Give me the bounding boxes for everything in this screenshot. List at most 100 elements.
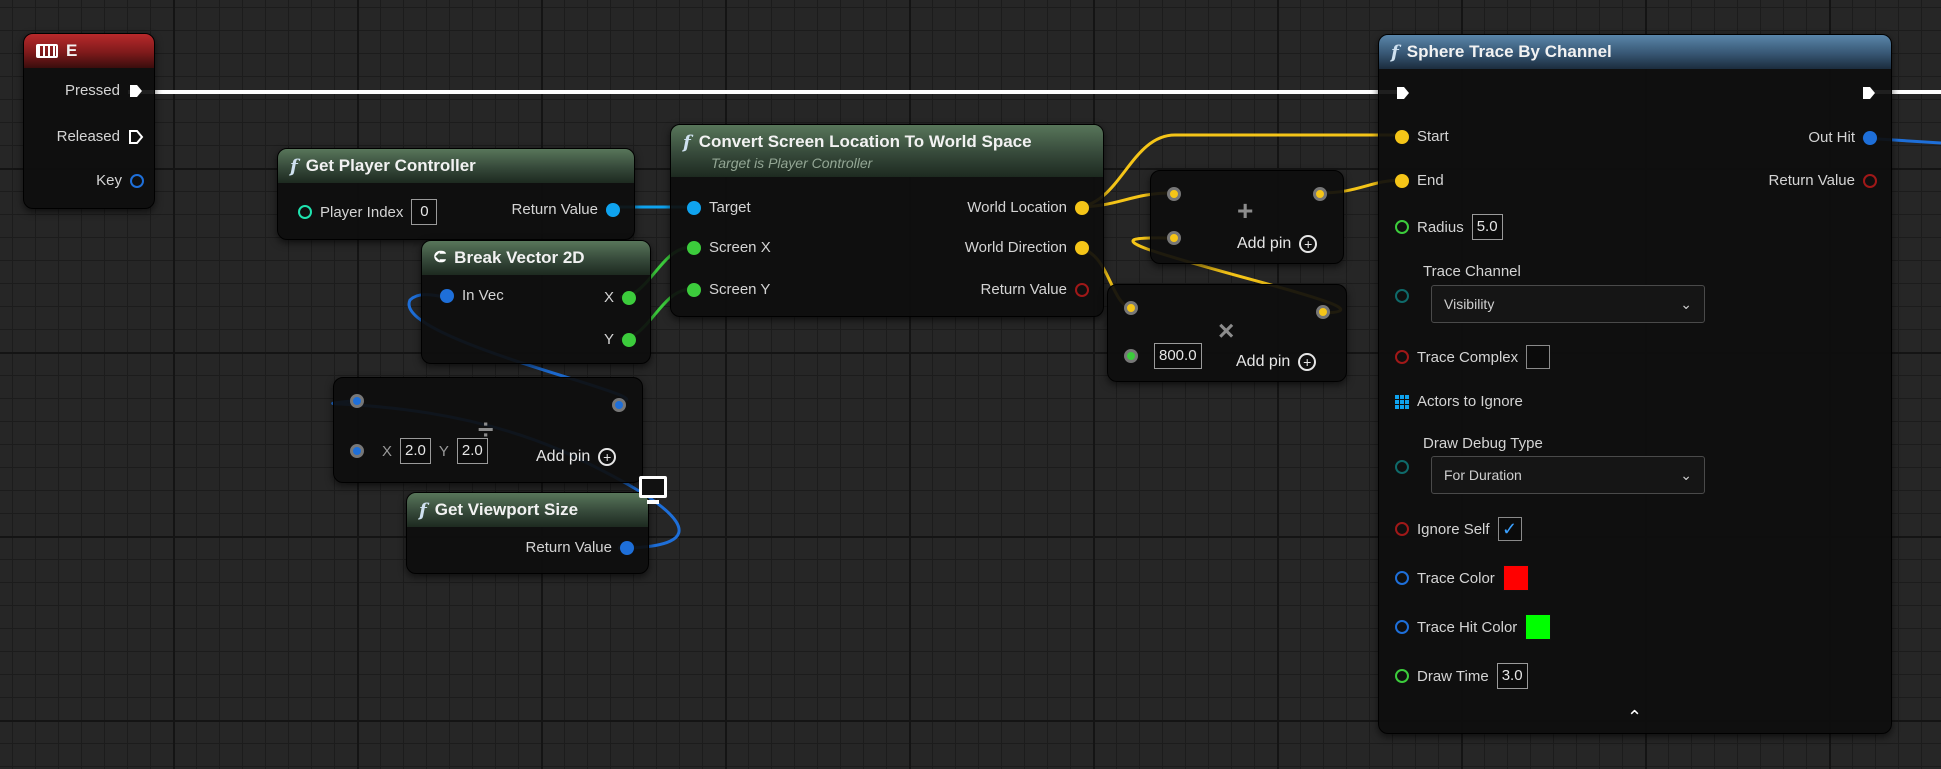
trace-hit-color-pin[interactable]: Trace Hit Color: [1395, 614, 1552, 640]
draw-debug-type-value: For Duration: [1444, 467, 1522, 483]
sphere-trace-header[interactable]: f Sphere Trace By Channel: [1379, 35, 1891, 69]
target-label: Target: [709, 199, 751, 216]
trace-return-pin[interactable]: Return Value: [1769, 172, 1877, 189]
collapse-chevron-icon[interactable]: ⌃: [1627, 707, 1643, 727]
float-pin-icon: [1395, 220, 1409, 234]
byte-pin-icon[interactable]: [1395, 460, 1409, 474]
divide-node[interactable]: ÷ X 2.0 Y 2.0 Add pin +: [333, 377, 643, 483]
function-icon: f: [290, 155, 298, 177]
trace-color-swatch[interactable]: [1502, 565, 1529, 591]
out-hit-label: Out Hit: [1808, 129, 1855, 146]
float-pin-icon: [1395, 669, 1409, 683]
y-pin[interactable]: Y: [604, 331, 636, 348]
function-icon: f: [419, 499, 427, 521]
get-player-controller-header[interactable]: f Get Player Controller: [278, 149, 634, 183]
screen-x-pin[interactable]: Screen X: [687, 239, 771, 256]
trace-complex-label: Trace Complex: [1417, 348, 1519, 366]
key-label: Key: [96, 172, 122, 189]
function-icon: f: [1391, 41, 1399, 63]
trace-complex-pin[interactable]: Trace Complex: [1395, 345, 1551, 369]
player-index-label: Player Index: [320, 203, 404, 221]
get-player-controller-node[interactable]: f Get Player Controller Player Index 0 R…: [277, 148, 635, 240]
screen-y-pin[interactable]: Screen Y: [687, 281, 770, 298]
vector-input-a-pin[interactable]: [1124, 301, 1138, 315]
start-pin[interactable]: Start: [1395, 128, 1449, 145]
object-pin-icon: [687, 200, 701, 215]
vector2d-output-pin[interactable]: [612, 398, 626, 412]
x-value-input[interactable]: 2.0: [400, 438, 431, 464]
trace-complex-checkbox[interactable]: [1526, 345, 1551, 369]
exec-out-pin[interactable]: [1861, 85, 1877, 101]
screen-y-label: Screen Y: [709, 281, 771, 298]
key-pin[interactable]: Key: [96, 172, 144, 189]
return-value-pin[interactable]: Return Value: [512, 201, 620, 218]
node-subtitle: Target is Player Controller: [711, 154, 873, 171]
vector-input-b-pin[interactable]: [1167, 231, 1181, 245]
end-pin[interactable]: End: [1395, 172, 1444, 189]
bool-pin-icon: [1395, 522, 1409, 536]
vector-input-a-pin[interactable]: [1167, 187, 1181, 201]
ignore-self-pin[interactable]: Ignore Self ✓: [1395, 517, 1522, 541]
trace-hit-color-swatch[interactable]: [1525, 614, 1552, 640]
convert-return-pin[interactable]: Return Value: [981, 281, 1089, 298]
trace-color-label: Trace Color: [1417, 569, 1495, 587]
out-hit-pin[interactable]: Out Hit: [1808, 129, 1877, 146]
vector2d-input-b-pin[interactable]: X 2.0 Y 2.0: [350, 438, 488, 464]
add-pin-label: Add pin: [536, 448, 591, 465]
pressed-pin[interactable]: Pressed: [65, 82, 144, 99]
trace-channel-dropdown[interactable]: Visibility ⌄: [1431, 285, 1705, 323]
world-direction-pin[interactable]: World Direction: [965, 239, 1089, 256]
radius-input[interactable]: 5.0: [1471, 214, 1503, 240]
sphere-trace-node[interactable]: f Sphere Trace By Channel Start End Radi…: [1378, 34, 1892, 734]
exec-in-pin[interactable]: [1395, 85, 1411, 101]
viewport-return-pin[interactable]: Return Value: [526, 539, 634, 556]
in-vec-pin[interactable]: In Vec: [440, 287, 504, 304]
vector-output-pin[interactable]: [1313, 187, 1327, 201]
node-title: Get Player Controller: [305, 156, 476, 175]
break-vector-header[interactable]: ⮈ Break Vector 2D: [422, 241, 650, 275]
get-viewport-size-header[interactable]: f Get Viewport Size: [407, 493, 648, 527]
multiply-node[interactable]: × 800.0 Add pin +: [1107, 284, 1347, 382]
key-event-node[interactable]: E Pressed Released Key: [23, 33, 155, 209]
break-vector-2d-node[interactable]: ⮈ Break Vector 2D In Vec X Y: [421, 240, 651, 364]
player-index-pin[interactable]: Player Index 0: [298, 199, 438, 225]
trace-color-pin[interactable]: Trace Color: [1395, 565, 1529, 591]
add-pin-button[interactable]: Add pin +: [536, 448, 617, 466]
multiply-value-input[interactable]: 800.0: [1154, 343, 1202, 369]
player-index-input[interactable]: 0: [411, 199, 438, 225]
add-pin-label: Add pin: [1237, 235, 1292, 252]
convert-screen-location-node[interactable]: f Convert Screen Location To World Space…: [670, 124, 1104, 317]
chevron-down-icon: ⌄: [1680, 295, 1692, 312]
pressed-label: Pressed: [64, 82, 120, 99]
y-value-input[interactable]: 2.0: [456, 438, 488, 464]
vector2d-input-a-pin[interactable]: [350, 394, 364, 408]
key-event-header[interactable]: E: [24, 34, 154, 68]
return-value-label: Return Value: [1768, 172, 1855, 189]
vector2d-pin-icon: [350, 444, 364, 458]
world-location-pin[interactable]: World Location: [967, 199, 1089, 216]
draw-time-input[interactable]: 3.0: [1496, 663, 1528, 689]
target-pin[interactable]: Target: [687, 199, 751, 216]
screen-x-label: Screen X: [709, 239, 771, 256]
ignore-self-checkbox[interactable]: ✓: [1497, 517, 1522, 541]
add-pin-button[interactable]: Add pin +: [1236, 353, 1317, 371]
vector-output-pin[interactable]: [1316, 305, 1330, 319]
get-viewport-size-node[interactable]: f Get Viewport Size Return Value: [406, 492, 649, 574]
released-pin[interactable]: Released: [57, 128, 144, 145]
byte-pin-icon[interactable]: [1395, 289, 1409, 303]
actors-to-ignore-pin[interactable]: Actors to Ignore: [1395, 393, 1523, 410]
radius-label: Radius: [1417, 218, 1464, 236]
float-input-pin[interactable]: 800.0: [1124, 343, 1202, 369]
draw-time-pin[interactable]: Draw Time 3.0: [1395, 663, 1528, 689]
add-node[interactable]: + Add pin +: [1150, 170, 1344, 264]
return-value-label: Return Value: [525, 539, 612, 556]
world-location-label: World Location: [967, 199, 1067, 216]
plus-circle-icon: +: [1298, 353, 1317, 371]
node-title: Get Viewport Size: [434, 500, 579, 519]
convert-screen-location-header[interactable]: f Convert Screen Location To World Space…: [671, 125, 1103, 177]
add-pin-button[interactable]: Add pin +: [1237, 235, 1318, 253]
draw-debug-type-dropdown[interactable]: For Duration ⌄: [1431, 456, 1705, 494]
radius-pin[interactable]: Radius 5.0: [1395, 214, 1503, 240]
plus-circle-icon: +: [598, 448, 617, 466]
x-pin[interactable]: X: [604, 289, 636, 306]
